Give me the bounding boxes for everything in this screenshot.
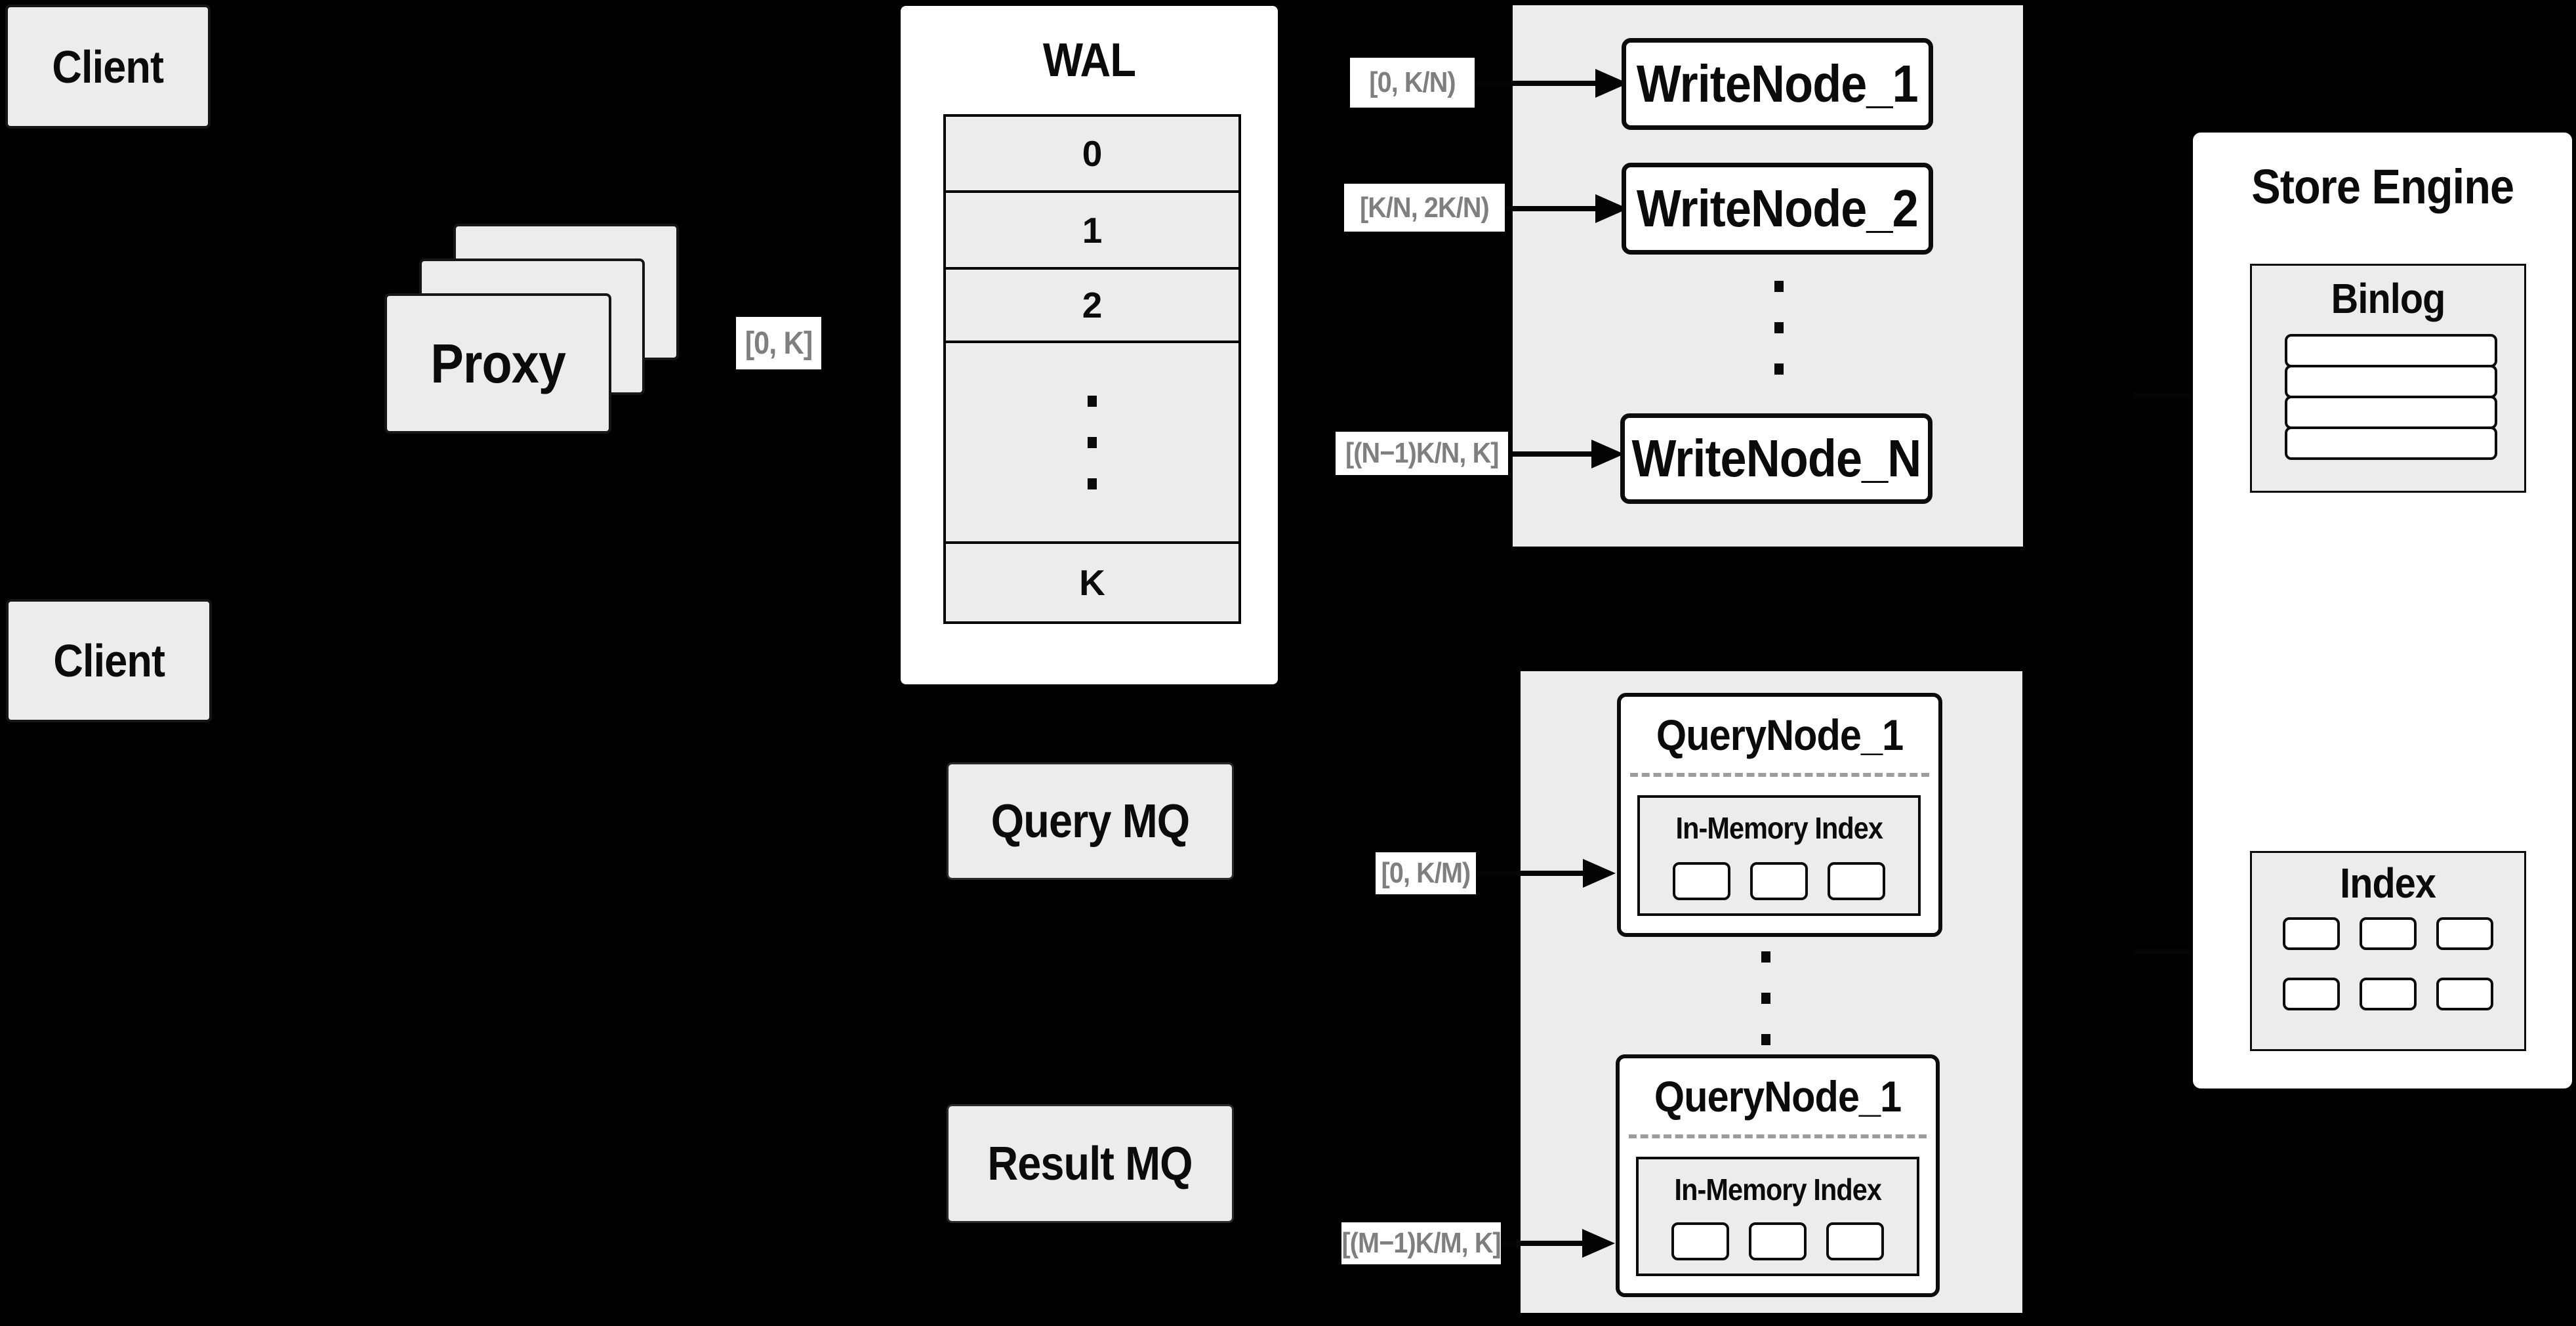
index-slot	[1673, 862, 1730, 900]
query-node-2-divider	[1629, 1134, 1927, 1138]
wal-segment-0: 0	[946, 117, 1238, 193]
store-engine-box: Store Engine Binlog Index	[2190, 130, 2575, 1091]
wal-segment-1: 1	[946, 193, 1238, 270]
in-memory-index-2: In-Memory Index	[1636, 1157, 1919, 1276]
client-bottom-label: Client	[53, 635, 165, 686]
client-box-top: Client	[5, 5, 211, 129]
write-node-n: WriteNode_N	[1620, 413, 1932, 504]
arrow-range-to-writenode-1	[1476, 69, 1628, 98]
in-memory-index-2-label: In-Memory Index	[1674, 1172, 1881, 1207]
wal-title: WAL	[1042, 33, 1136, 87]
binlog-title: Binlog	[2331, 275, 2446, 322]
write-node-1: WriteNode_1	[1622, 38, 1933, 130]
index-title: Index	[2340, 860, 2437, 907]
query-mq-box: Query MQ	[947, 762, 1234, 880]
binlog-row	[2285, 426, 2497, 460]
wal-segment-ellipsis	[946, 343, 1238, 544]
binlog-rows	[2285, 334, 2497, 460]
index-box: Index	[2250, 851, 2526, 1051]
index-slot	[2283, 917, 2340, 950]
in-memory-index-1-label: In-Memory Index	[1675, 811, 1883, 845]
client-top-label: Client	[52, 41, 165, 93]
index-slot	[1749, 1222, 1807, 1260]
range-label-write-1: [0, K/N)	[1350, 58, 1475, 108]
proxy-label: Proxy	[430, 332, 566, 394]
wal-box: WAL 0 1 2 K	[898, 3, 1280, 687]
query-node-1-title: QueryNode_1	[1656, 711, 1904, 759]
query-nodes-ellipsis	[1761, 951, 1770, 1045]
binlog-row	[2285, 365, 2497, 398]
index-slot	[1826, 1222, 1884, 1260]
query-mq-label: Query MQ	[991, 795, 1190, 848]
query-node-2: QueryNode_1 In-Memory Index	[1616, 1054, 1940, 1297]
store-engine-title: Store Engine	[2251, 159, 2514, 214]
arrow-range-to-querynode-1	[1477, 859, 1616, 888]
query-node-1: QueryNode_1 In-Memory Index	[1617, 693, 1942, 937]
index-slot	[1828, 862, 1885, 900]
ellipsis-dots	[1088, 395, 1097, 489]
query-node-1-divider	[1630, 773, 1929, 777]
query-node-2-title: QueryNode_1	[1654, 1072, 1902, 1121]
index-slot	[2283, 978, 2340, 1010]
index-slot	[2360, 917, 2417, 950]
wal-segment-table: 0 1 2 K	[943, 114, 1241, 624]
range-label-query-2: [(M−1)K/M, K]	[1341, 1222, 1502, 1264]
index-slot	[2436, 917, 2493, 950]
arrow-range-to-writenode-2	[1506, 194, 1628, 223]
range-label-query-1: [0, K/M)	[1376, 852, 1476, 894]
binlog-row	[2285, 334, 2497, 367]
in-memory-index-2-slots	[1639, 1222, 1917, 1260]
index-slot-row-1	[2252, 917, 2524, 950]
index-slot	[1671, 1222, 1729, 1260]
range-label-write-n: [(N−1)K/N, K]	[1336, 432, 1508, 475]
binlog-box: Binlog	[2250, 264, 2526, 493]
binlog-row	[2285, 396, 2497, 429]
range-label-proxy-out: [0, K]	[736, 317, 821, 369]
result-mq-label: Result MQ	[987, 1137, 1193, 1190]
write-node-2: WriteNode_2	[1622, 163, 1933, 255]
arrow-range-to-writenode-n	[1509, 440, 1624, 468]
index-slot	[2360, 978, 2417, 1010]
index-slot-row-2	[2252, 978, 2524, 1010]
client-box-bottom: Client	[6, 599, 212, 722]
in-memory-index-1-slots	[1640, 862, 1918, 900]
result-mq-box: Result MQ	[947, 1104, 1234, 1223]
write-nodes-ellipsis	[1774, 281, 1784, 375]
proxy-box-front: Proxy	[384, 293, 611, 434]
range-label-write-2: [K/N, 2K/N)	[1344, 184, 1505, 232]
wal-segment-k: K	[1079, 562, 1105, 603]
wal-segment-2: 2	[946, 270, 1238, 343]
index-slot	[1750, 862, 1808, 900]
in-memory-index-1: In-Memory Index	[1637, 795, 1921, 916]
index-slot	[2436, 978, 2493, 1010]
arrow-range-to-querynode-2	[1502, 1229, 1615, 1258]
